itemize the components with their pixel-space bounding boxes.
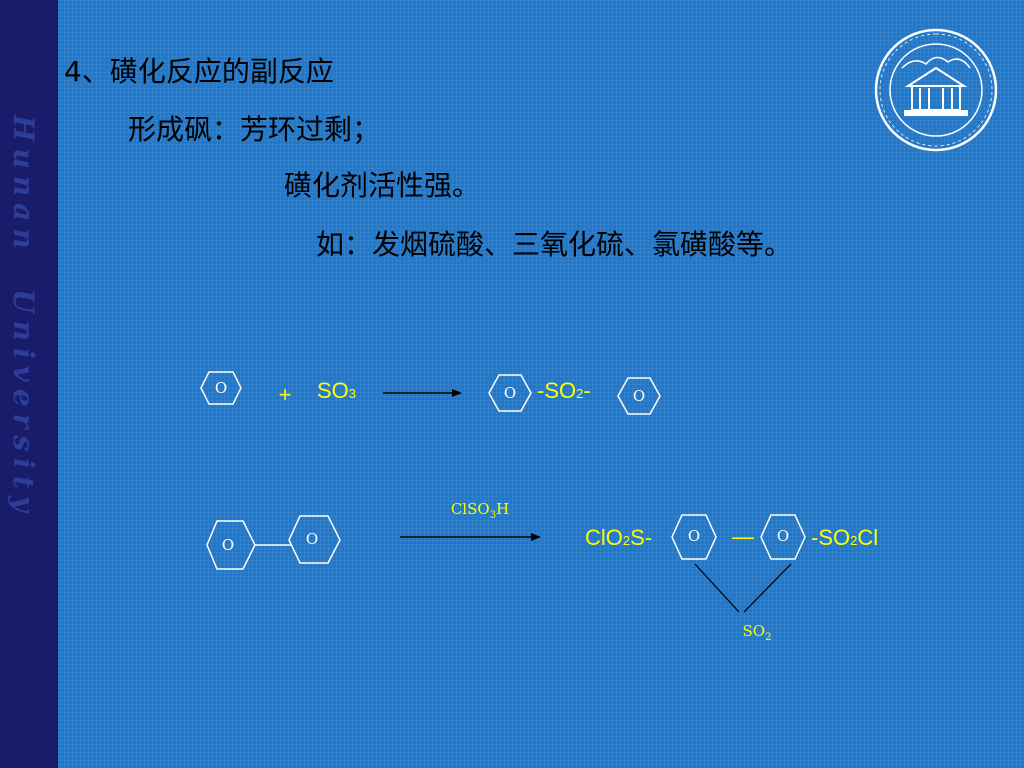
arrowhead [531,533,541,541]
bullet-line-1: 形成砜：芳环过剩； [128,113,381,146]
bridge-line-right [743,563,792,613]
ring-label: O [306,530,318,548]
clso3h-label: ClSO [451,500,490,518]
reaction-2: O O ClSO3H ClO2S- O — O -SO2Cl SO2 [206,500,878,643]
right-group-end: Cl [857,525,878,550]
ring-label: O [777,527,789,545]
plus-sign: + [279,382,292,407]
svg-text:ClSO3H: ClSO3H [451,500,509,521]
sulfone-subscript: 2 [576,386,583,401]
benzene-ring [671,514,717,560]
arrowhead [452,389,462,397]
bullet-line-3: 如：发烟硫酸、三氧化硫、氯磺酸等。 [316,228,793,261]
benzene-ring [760,514,806,560]
sulfone-link-end: - [583,378,590,403]
bullet-line-2: 磺化剂活性强。 [284,169,481,202]
so3-subscript: 3 [349,386,356,401]
left-group-subscript: 2 [623,533,630,548]
bridge-line-left [694,563,740,613]
ring-label: O [504,384,516,402]
left-group-end: S- [630,525,652,550]
sidebar-watermark-text: Hunan University [7,115,40,520]
ring-label: O [222,536,234,554]
bridge-subscript: 2 [765,632,771,643]
right-group-subscript: 2 [850,533,857,548]
benzene-ring [288,515,341,564]
left-group: ClO [585,525,623,550]
right-group: -SO [811,525,850,550]
university-seal-icon [874,28,998,152]
benzene-ring [200,371,242,405]
svg-text:ClO2S-: ClO2S- [585,525,652,550]
svg-text:SO3: SO3 [317,378,356,403]
slide-title: 4、磺化反应的副反应 [64,55,334,88]
ring-label: O [688,527,700,545]
svg-text:-SO2-: -SO2- [537,378,591,403]
sidebar-band: Hunan University [0,0,58,768]
sulfone-link: -SO [537,378,576,403]
reaction-1: O + SO3 O -SO2- O [200,371,661,415]
bridge-label: SO [743,622,766,640]
svg-text:SO2: SO2 [743,622,772,643]
clso3h-subscript: 3 [490,510,496,521]
benzene-ring [617,377,661,415]
benzene-ring [488,374,532,412]
middle-bond: — [732,524,754,549]
ring-label: O [633,387,645,405]
so3-label: SO [317,378,349,403]
clso3h-end: H [496,500,509,518]
svg-text:-SO2Cl: -SO2Cl [811,525,878,550]
ring-label: O [215,379,227,397]
